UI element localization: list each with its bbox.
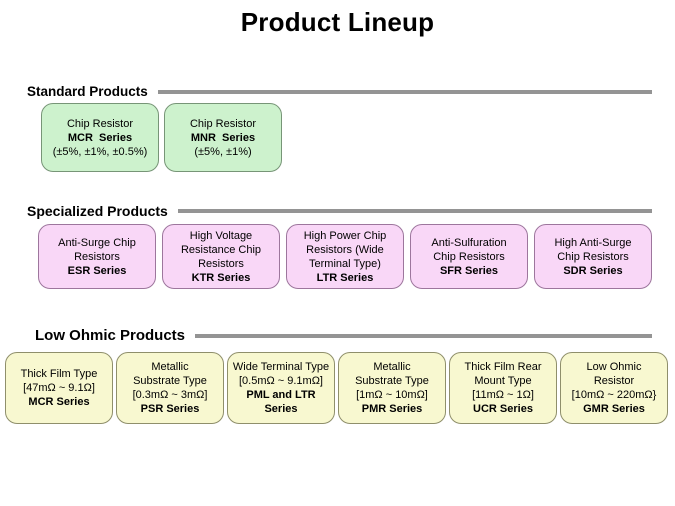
tolerance: (±5%, ±1%, ±0.5%): [52, 145, 148, 158]
section-divider-specialized: [177, 209, 652, 213]
series-name: PML and LTR Series: [246, 389, 316, 415]
series-name: SFR Series: [439, 264, 499, 277]
product-type: Wide Terminal Type [0.5mΩ ~ 9.1mΩ]: [232, 361, 330, 387]
series-name: LTR Series: [316, 271, 374, 284]
series-name: ESR Series: [67, 264, 127, 277]
low-ohmic-products-row: Thick Film Type [47mΩ ~ 9.1Ω] MCR Series…: [5, 352, 668, 424]
specialized-products-row: Anti-Surge Chip Resistors ESR Series Hig…: [38, 224, 652, 289]
section-divider-low-ohmic: [195, 333, 652, 338]
series-name: KTR Series: [191, 271, 251, 284]
product-type: Low Ohmic Resistor [10mΩ ~ 220mΩ}: [571, 361, 657, 401]
section-header-low-ohmic: Low Ohmic Products: [35, 327, 652, 344]
product-type: Thick Film Rear Mount Type [11mΩ ~ 1Ω]: [464, 361, 542, 401]
page-title: Product Lineup: [240, 7, 435, 37]
product-box-mcr-standard: Chip Resistor MCR Series (±5%, ±1%, ±0.5…: [41, 103, 159, 172]
section-heading-low-ohmic: Low Ohmic Products: [35, 327, 186, 344]
series-name: MCR Series: [28, 396, 90, 408]
section-divider-standard: [157, 89, 652, 94]
product-type: Thick Film Type [47mΩ ~ 9.1Ω]: [20, 368, 98, 394]
product-box-pml-ltr: Wide Terminal Type [0.5mΩ ~ 9.1mΩ] PML a…: [227, 352, 335, 424]
product-box-ucr: Thick Film Rear Mount Type [11mΩ ~ 1Ω] U…: [449, 352, 557, 424]
section-header-specialized: Specialized Products: [27, 203, 652, 219]
section-heading-standard: Standard Products: [27, 84, 148, 99]
product-box-sdr: High Anti-Surge Chip Resistors SDR Serie…: [534, 224, 652, 289]
product-box-mcr-low-ohmic: Thick Film Type [47mΩ ~ 9.1Ω] MCR Series: [5, 352, 113, 424]
product-type: Metallic Substrate Type [1mΩ ~ 10mΩ]: [355, 361, 429, 401]
product-type: High Power Chip Resistors (Wide Terminal…: [303, 229, 387, 270]
series-name: PMR Series: [361, 403, 423, 415]
product-box-psr: Metallic Substrate Type [0.3mΩ ~ 3mΩ] PS…: [116, 352, 224, 424]
product-box-ktr: High Voltage Resistance Chip Resistors K…: [162, 224, 280, 289]
tolerance: (±5%, ±1%): [194, 145, 252, 158]
product-type: High Voltage Resistance Chip Resistors: [180, 229, 262, 270]
series-name: GMR Series: [583, 403, 645, 415]
product-type: High Anti-Surge Chip Resistors: [554, 236, 632, 263]
standard-products-row: Chip Resistor MCR Series (±5%, ±1%, ±0.5…: [41, 103, 282, 172]
series-name: SDR Series: [563, 264, 623, 277]
product-box-esr: Anti-Surge Chip Resistors ESR Series: [38, 224, 156, 289]
product-box-ltr: High Power Chip Resistors (Wide Terminal…: [286, 224, 404, 289]
series-name: MNR Series: [190, 131, 256, 144]
product-type: Chip Resistor: [189, 117, 257, 130]
product-box-sfr: Anti-Sulfuration Chip Resistors SFR Seri…: [410, 224, 528, 289]
product-type: Chip Resistor: [66, 117, 134, 130]
series-name: MCR Series: [67, 131, 133, 144]
series-name: PSR Series: [140, 403, 200, 415]
product-type: Anti-Surge Chip Resistors: [58, 236, 136, 263]
series-name: UCR Series: [473, 403, 533, 415]
product-type: Anti-Sulfuration Chip Resistors: [431, 236, 507, 263]
product-box-mnr-standard: Chip Resistor MNR Series (±5%, ±1%): [164, 103, 282, 172]
section-heading-specialized: Specialized Products: [27, 203, 168, 219]
product-box-gmr: Low Ohmic Resistor [10mΩ ~ 220mΩ} GMR Se…: [560, 352, 668, 424]
section-header-standard: Standard Products: [27, 84, 652, 99]
product-type: Metallic Substrate Type [0.3mΩ ~ 3mΩ]: [132, 361, 208, 401]
product-box-pmr: Metallic Substrate Type [1mΩ ~ 10mΩ] PMR…: [338, 352, 446, 424]
